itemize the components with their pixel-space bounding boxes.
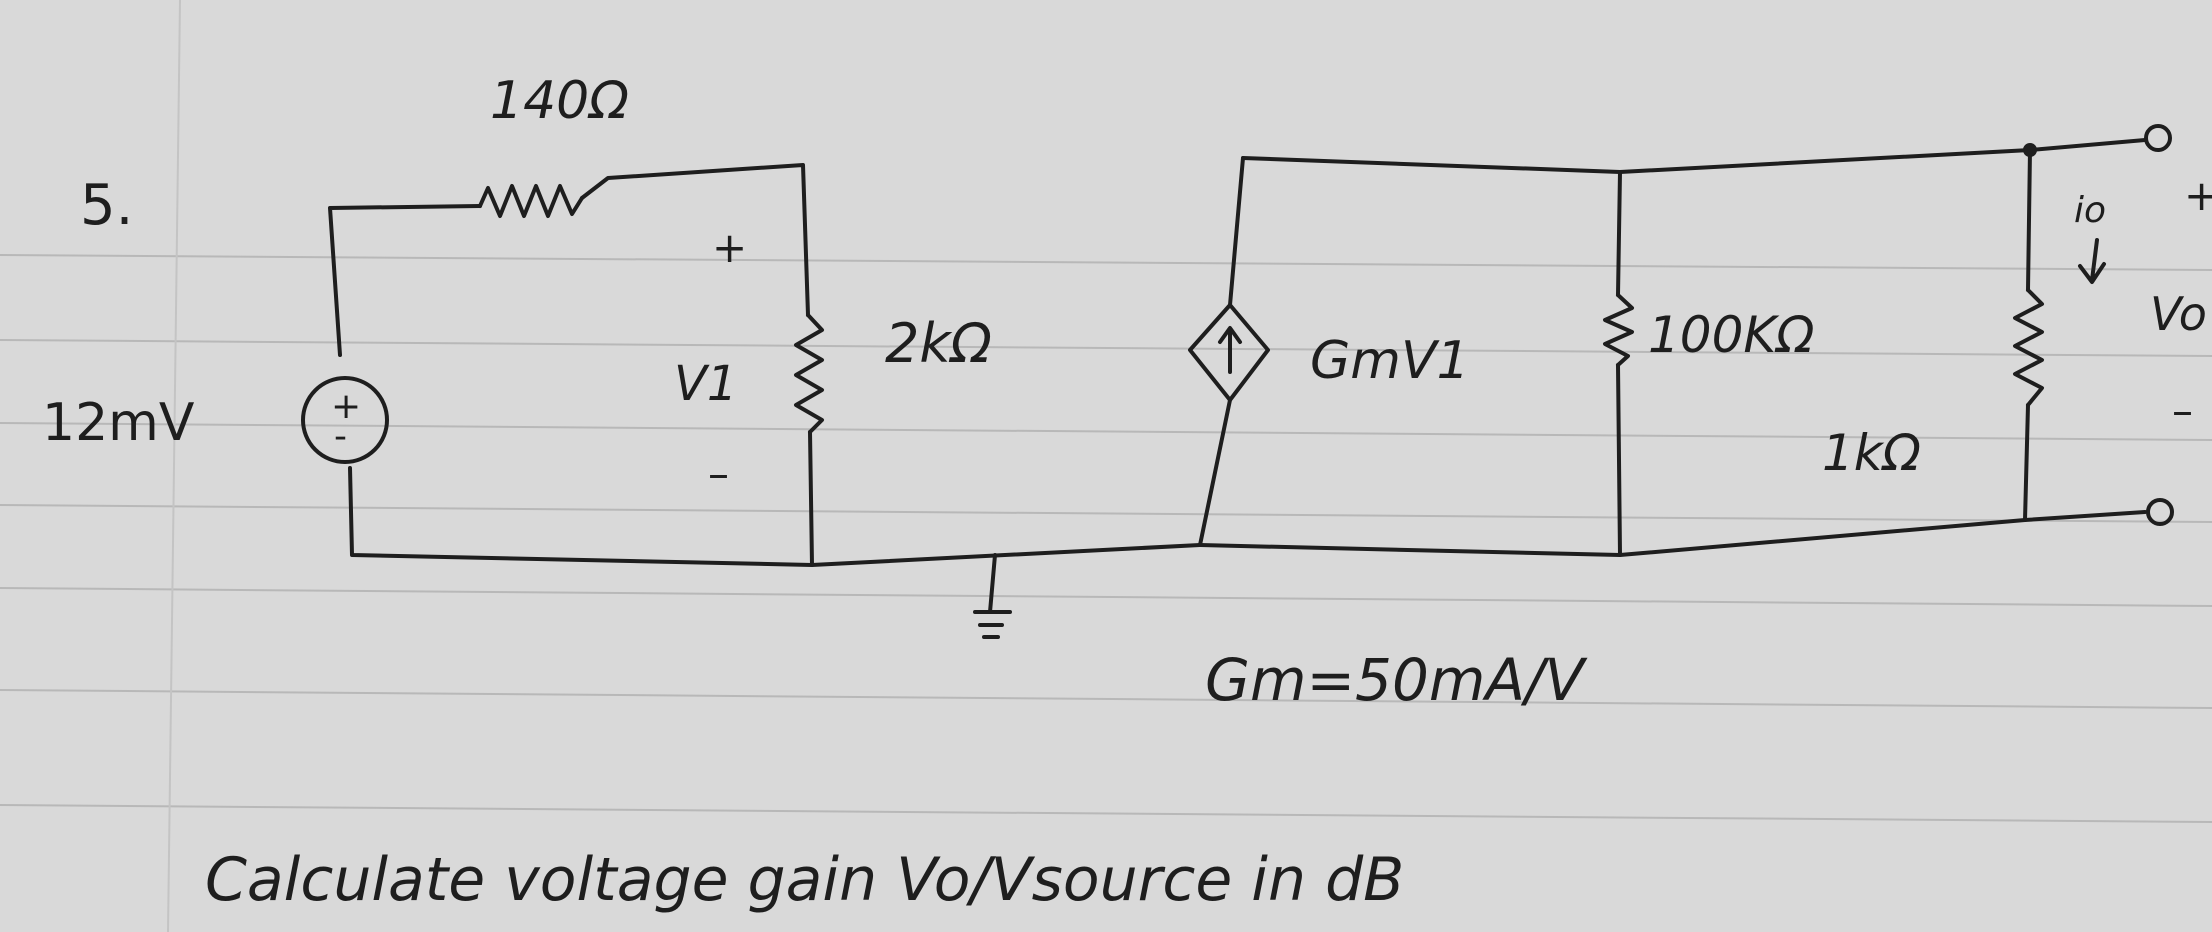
- vo-minus-sign: –: [2172, 386, 2193, 435]
- node-dot: [2023, 143, 2037, 157]
- label-100k-ohm: 100KΩ: [1648, 306, 1814, 364]
- wire-source-bottom: [348, 466, 1202, 567]
- wire-input-right: [808, 430, 814, 567]
- wire-source-top: [328, 204, 482, 357]
- margin-line: [167, 0, 181, 932]
- wire-100k: [1616, 170, 1622, 297]
- labels: 5. 140Ω 12mV + - + V1 – 2kΩ GmV1 100KΩ 1…: [42, 71, 2212, 915]
- vo-plus-sign: +: [2184, 171, 2212, 220]
- rule-line: [0, 254, 2212, 271]
- rule-line: [0, 504, 2212, 523]
- wire-1k-bottom: [2023, 403, 2030, 522]
- problem-number: 5.: [80, 173, 133, 238]
- rule-line: [0, 422, 2212, 441]
- dependent-source-arrow-icon: [1218, 326, 1242, 374]
- io-arrow-icon: [2078, 238, 2106, 284]
- v1-plus-sign: +: [712, 223, 747, 272]
- wire-output-top: [1241, 138, 2147, 174]
- resistor-1k-icon: [2013, 288, 2044, 407]
- question-text: Calculate voltage gain Vo/Vsource in dB: [205, 845, 1404, 915]
- rule-line: [0, 804, 2212, 823]
- resistor-100k-icon: [1603, 293, 1634, 367]
- label-io: io: [2074, 190, 2106, 231]
- circuit: [301, 124, 2174, 639]
- gm-note: Gm=50mA/V: [1205, 646, 1589, 714]
- resistor-2k-icon: [794, 313, 824, 434]
- label-140-ohm: 140Ω: [490, 71, 629, 131]
- label-v1: V1: [674, 356, 737, 412]
- label-source-voltage: 12mV: [42, 393, 195, 453]
- rule-line: [0, 689, 2212, 709]
- label-vo: Vo: [2150, 287, 2207, 341]
- label-dependent-source: GmV1: [1310, 331, 1470, 391]
- wire-dep-bottom: [1198, 398, 1232, 547]
- source-minus-sign: -: [334, 416, 347, 457]
- label-2k-ohm: 2kΩ: [885, 312, 992, 375]
- rule-line: [0, 339, 2212, 357]
- source-plus-sign: +: [331, 386, 361, 427]
- output-terminal-plus: [2144, 124, 2172, 152]
- output-terminal-minus: [2146, 498, 2174, 526]
- rule-line: [0, 587, 2212, 607]
- wire-100k-bottom: [1616, 363, 1622, 557]
- label-1k-ohm: 1kΩ: [1822, 424, 1921, 482]
- wire-output-bottom: [1198, 510, 2147, 557]
- v1-minus-sign: –: [708, 449, 729, 498]
- wire-dep-top: [1228, 156, 1245, 307]
- wire-top-right: [580, 163, 810, 317]
- wire-1k-top: [2026, 148, 2032, 292]
- resistor-140-icon: [478, 184, 584, 218]
- voltage-source-icon: [301, 376, 389, 464]
- ruled-lines: [0, 254, 2212, 823]
- ground-icon: [973, 553, 1012, 639]
